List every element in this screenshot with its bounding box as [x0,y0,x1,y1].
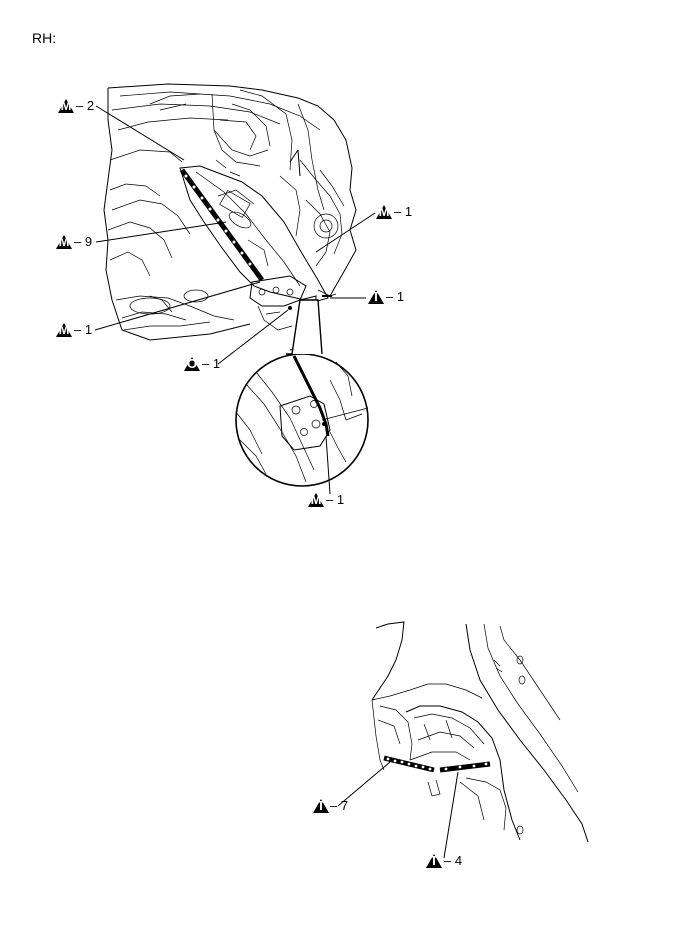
svg-text:M: M [59,234,70,249]
callout-t4: T – 4 [426,853,462,868]
svg-text:T: T [372,289,380,304]
svg-text:– 1: – 1 [74,322,92,337]
weld-symbol-t-icon: T [426,853,442,868]
callout-m1-right: M – 1 [376,204,412,219]
weld-symbol-m-icon: M [308,492,324,507]
side-heading: RH: [32,30,57,46]
weld-symbol-t-icon: T [313,798,329,813]
svg-text:– 1: – 1 [394,204,412,219]
svg-text:– 7: – 7 [330,798,348,813]
svg-text:M: M [61,98,72,113]
weld-symbol-m-icon: M [56,322,72,337]
svg-text:– 9: – 9 [74,234,92,249]
svg-text:– 1: – 1 [326,492,344,507]
weld-symbol-m-icon: M [58,98,74,113]
svg-text:– 4: – 4 [444,853,462,868]
callout-m9: M – 9 [56,234,92,249]
svg-text:– 2: – 2 [76,98,94,113]
weld-symbol-m-icon: M [56,234,72,249]
svg-text:M: M [379,204,390,219]
svg-text:– 1: – 1 [386,289,404,304]
svg-text:O: O [187,356,197,371]
detail-circle [235,299,369,487]
callout-t1: T – 1 [368,289,404,304]
lower-quarter-structure [371,621,589,843]
svg-text:M: M [311,492,322,507]
callout-m1-detail: M – 1 [308,492,344,507]
weld-symbol-t-icon: T [368,289,384,304]
callout-m2: M – 2 [58,98,94,113]
weld-symbol-m-icon: M [376,204,392,219]
svg-text:T: T [317,798,325,813]
callout-o1: O – 1 [184,356,220,371]
weld-symbol-o-icon: O [184,356,200,371]
callout-m1-left: M – 1 [56,322,92,337]
leader-lines [94,105,459,859]
upper-body-structure [103,83,357,353]
svg-text:M: M [59,322,70,337]
callout-t7: T – 7 [313,798,348,813]
svg-text:– 1: – 1 [202,356,220,371]
svg-text:T: T [430,853,438,868]
